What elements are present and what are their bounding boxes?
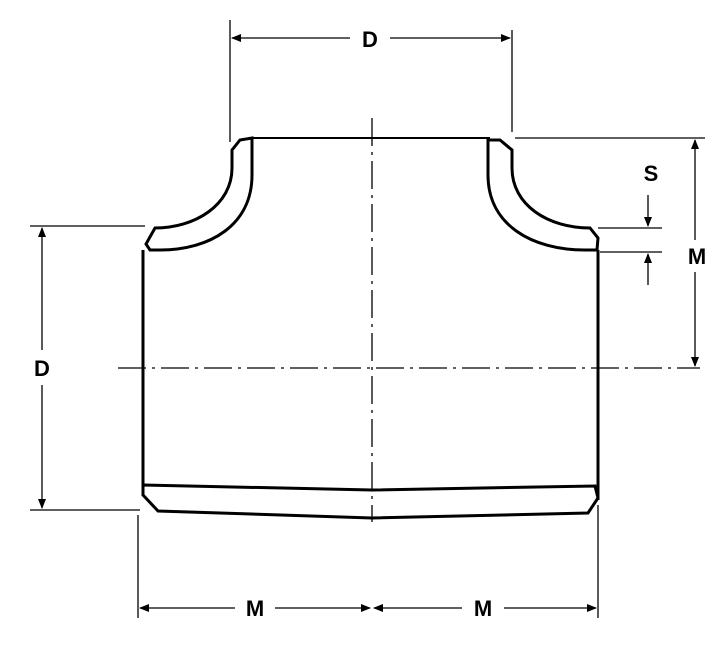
bottom-wall-section <box>141 483 600 520</box>
run-left-length-label: M <box>246 596 264 621</box>
branch-diameter-label: D <box>362 27 378 52</box>
run-diameter-label: D <box>34 356 50 381</box>
run-right-length-label: M <box>474 596 492 621</box>
left-branch-wall-section <box>144 136 254 252</box>
branch-height-label: M <box>688 244 706 269</box>
wall-thickness-label: S <box>644 161 659 186</box>
right-branch-wall-section <box>486 138 600 252</box>
